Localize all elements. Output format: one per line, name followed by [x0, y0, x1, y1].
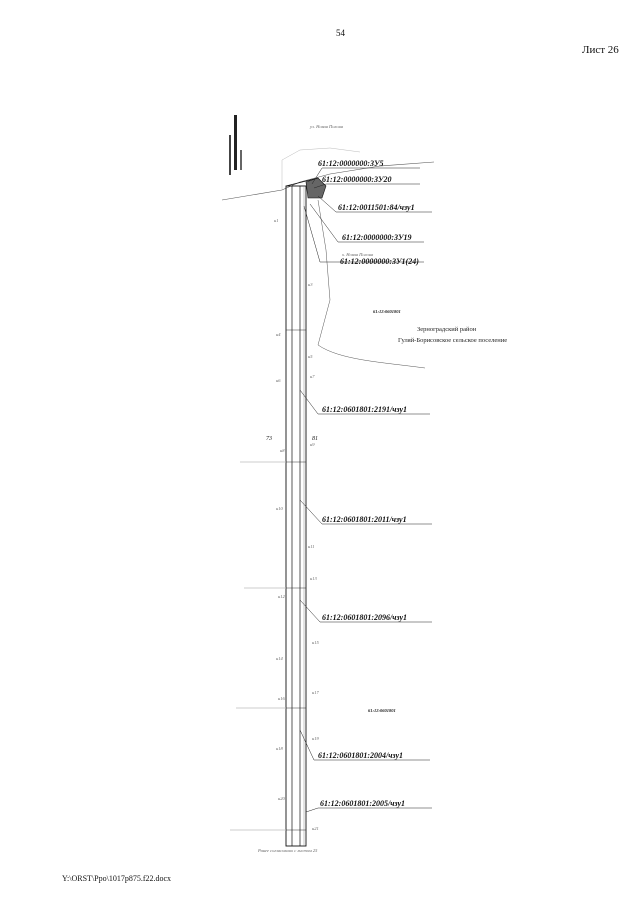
region-label-line1: Зерноградский район [417, 326, 477, 333]
road-outline [281, 147, 361, 190]
footer-file-path: Y:\ORST\Ppo\1017p875.f22.docx [62, 874, 172, 883]
svg-text:н11: н11 [308, 544, 314, 549]
svg-text:н3: н3 [308, 282, 313, 287]
parcel-label: 61:12:0000000:ЗУ5 [318, 159, 384, 168]
cadastral-block-label: 61:12:0601801 [373, 309, 401, 314]
corridor-top-edge [285, 177, 319, 187]
corridor-outer [285, 185, 307, 847]
svg-text:н13: н13 [310, 576, 317, 581]
parcel-label: 61:12:0601801:2005/чзу1 [320, 799, 405, 808]
hatch-mark [229, 135, 231, 175]
svg-text:н1: н1 [274, 218, 278, 223]
svg-text:н15: н15 [312, 640, 319, 645]
parcel-label: 61:12:0601801:2004/чзу1 [318, 751, 403, 760]
bottom-caption: Ранее согласовано с листом 25 [257, 848, 318, 853]
segment-ticks [286, 329, 306, 831]
svg-text:н16: н16 [278, 696, 285, 701]
svg-text:н18: н18 [276, 746, 283, 751]
sheet-label: Лист 26 [582, 44, 619, 56]
hatch-mark [234, 115, 237, 170]
settlement-label: х. Новая Полона [341, 252, 374, 257]
boundary-line-top [221, 161, 435, 201]
corner-parcel [305, 177, 327, 199]
hatch-mark [240, 150, 242, 170]
svg-text:н8: н8 [280, 448, 285, 453]
svg-text:н19: н19 [312, 736, 319, 741]
svg-text:н10: н10 [276, 506, 283, 511]
parcel-label: 61:12:0000000:ЗУ20 [322, 175, 392, 184]
street-label: ул. Новая Полона [309, 124, 344, 129]
svg-text:н12: н12 [278, 594, 285, 599]
leader-lines [299, 167, 432, 813]
left-label: 73 [266, 436, 272, 442]
svg-text:н17: н17 [312, 690, 319, 695]
svg-text:н21: н21 [312, 826, 319, 831]
parcel-label: 61:12:0601801:2191/чзу1 [322, 405, 407, 414]
svg-text:н9: н9 [310, 442, 315, 447]
page-number: 54 [336, 28, 345, 38]
svg-text:н6: н6 [276, 378, 281, 383]
svg-text:н20: н20 [278, 796, 285, 801]
svg-text:н7: н7 [310, 374, 315, 379]
region-label-line2: Гуляй-Борисовское сельское поселение [398, 337, 507, 344]
parcel-label: 61:12:0601801:2011/чзу1 [322, 515, 407, 524]
parcel-label: 61:12:0000000:ЗУ1(24) [340, 257, 419, 266]
parcel-label: 61:12:0000000:ЗУ19 [342, 233, 412, 242]
svg-text:н5: н5 [308, 354, 313, 359]
district-boundary [317, 199, 426, 369]
svg-text:н14: н14 [276, 656, 283, 661]
side-dashes [230, 461, 286, 831]
survey-marks: н1 н3 н4 н5 н6 н7 н8 н9 н10 н11 н12 н13 н14 н15… [274, 218, 319, 831]
svg-text:н4: н4 [276, 332, 281, 337]
parcel-label: 61:12:0011501:84/чзу1 [338, 203, 415, 212]
parcel-label: 61:12:0601801:2096/чзу1 [322, 613, 407, 622]
left-label: 81 [312, 436, 318, 442]
cadastral-block-label: 61:12:0601801 [368, 708, 396, 713]
